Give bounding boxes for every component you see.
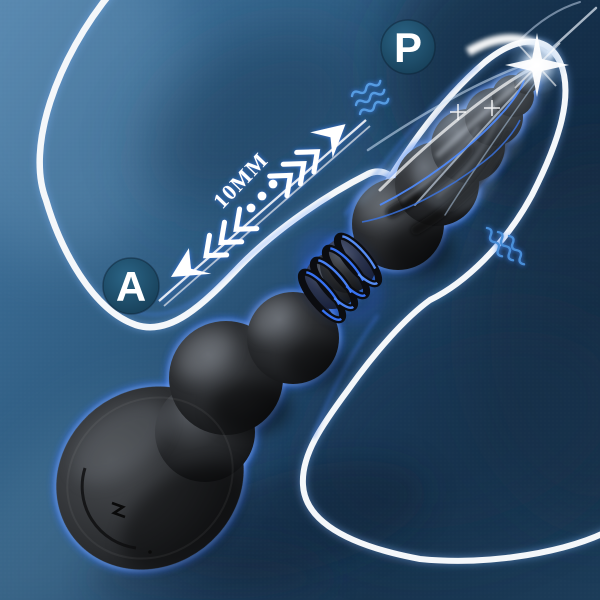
loop-left-blue-accent (117, 197, 331, 316)
ring-4-blue-rim (336, 235, 380, 285)
ring-2-blue-rim (312, 259, 356, 309)
chevron-icon (267, 172, 294, 199)
badge-a: A (102, 257, 160, 315)
arrow-dots (246, 179, 278, 213)
annotation-loop-left (36, 0, 410, 331)
rings-blue-halo (301, 236, 379, 320)
base-face-details (66, 396, 234, 560)
vibration-waves-top (350, 79, 390, 116)
vibration-wave-icon (507, 234, 526, 266)
base-pin-dot (148, 550, 152, 554)
badge-a-circle (102, 257, 160, 315)
loop-left-stroke (36, 0, 410, 331)
loop-swoosh-blue-accent-lower (312, 314, 379, 439)
arrowhead-right-icon (310, 124, 346, 158)
chevron-icon (233, 206, 260, 232)
badge-p-circle (380, 19, 436, 75)
ring-3-blue-rim (324, 247, 368, 297)
arrow-dot (257, 191, 267, 201)
base-slot-arc (80, 467, 137, 550)
arrowhead-left-icon (171, 248, 212, 277)
arrow-dot (246, 203, 256, 213)
small-glint-sparkles (450, 100, 500, 120)
base-logo-glyph (111, 501, 126, 519)
chevron-icon (203, 232, 230, 259)
vibration-waves-right (485, 226, 526, 266)
badge-p-label: P (394, 24, 422, 71)
vibration-wave-icon (485, 226, 504, 258)
loop-swoosh-stroke (299, 38, 600, 564)
vibration-wave-icon (358, 97, 390, 116)
arrow-chevrons-left (203, 206, 260, 259)
chevron-icon (294, 149, 321, 175)
ring-1-blue-rim (300, 271, 344, 321)
vibration-wave-icon (350, 79, 382, 98)
chevron-icon (218, 219, 245, 246)
badge-a-label: A (116, 263, 146, 310)
chevron-icon (280, 160, 307, 187)
thrust-motion-effect (354, 1, 598, 223)
vibration-wave-icon (496, 230, 515, 262)
neon-contour-lines (361, 79, 525, 223)
arrow-dot (268, 179, 278, 189)
flare-rays (514, 42, 561, 89)
badge-p: P (380, 19, 436, 75)
arrow-chevrons-right (267, 149, 321, 199)
thrust-rings (297, 232, 383, 324)
vibration-wave-icon (354, 88, 386, 107)
